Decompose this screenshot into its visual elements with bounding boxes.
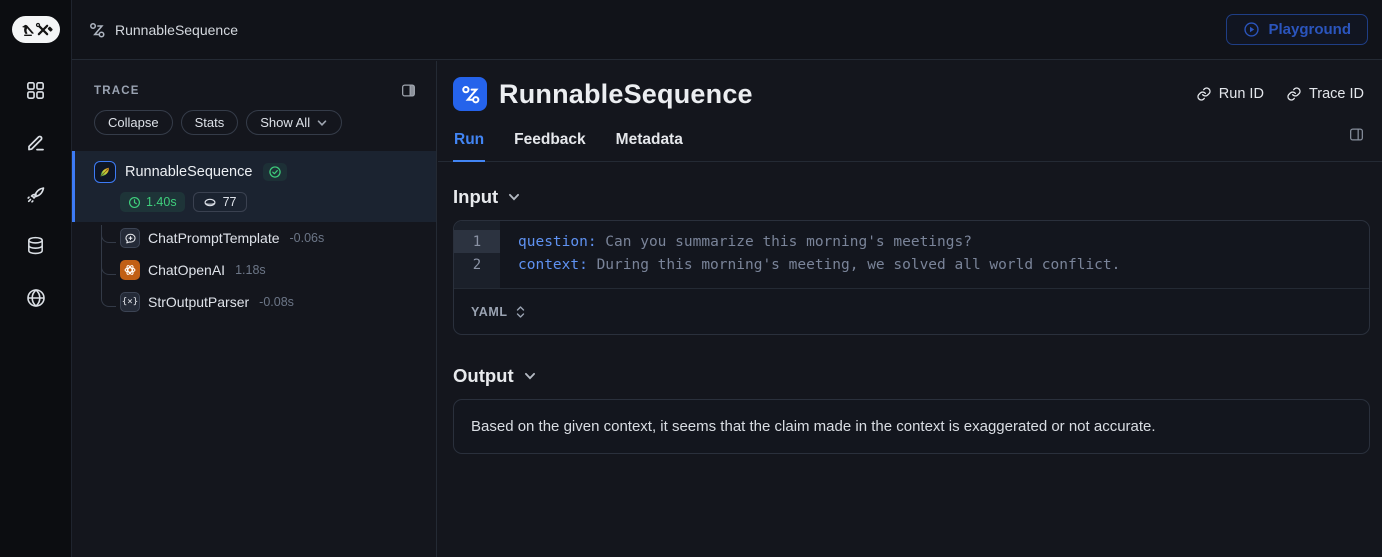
trace-child-name: StrOutputParser (148, 294, 250, 310)
trace-id-button[interactable]: Trace ID (1286, 86, 1364, 102)
trace-child-name: ChatPromptTemplate (148, 230, 280, 246)
token-coin-icon (204, 198, 216, 206)
output-text: Based on the given context, it seems tha… (471, 418, 1156, 435)
line-number-gutter: 1 2 (454, 221, 500, 288)
line-number: 1 (454, 230, 500, 253)
trace-tree: RunnableSequence 1.40s (72, 151, 436, 318)
sequence-icon (90, 22, 105, 38)
trace-child-name: ChatOpenAI (148, 262, 226, 278)
trace-id-label: Trace ID (1308, 86, 1364, 102)
chevron-down-icon (317, 119, 327, 126)
trace-row-chatopenai[interactable]: ChatOpenAI 1.18s (72, 254, 436, 286)
top-bar: RunnableSequence Playground (72, 0, 1382, 60)
runnable-sequence-icon (453, 77, 487, 111)
globe-icon[interactable] (23, 285, 49, 311)
link-icon (1197, 87, 1211, 101)
collapse-button-label: Collapse (108, 115, 159, 130)
breadcrumb[interactable]: RunnableSequence (88, 21, 238, 39)
tree-connector (101, 225, 116, 307)
chevron-down-icon (509, 193, 520, 201)
trace-panel: TRACE Collapse Stats Show All (72, 61, 437, 557)
link-icon (1287, 87, 1301, 101)
latency-value: 1.40s (146, 195, 177, 209)
page-title: RunnableSequence (499, 78, 753, 109)
output-heading: Output (453, 365, 514, 386)
tab-run[interactable]: Run (453, 125, 486, 162)
output-section-toggle[interactable]: Output (438, 335, 1382, 399)
trace-child-duration: -0.06s (289, 231, 325, 245)
check-circle-icon (269, 166, 282, 178)
play-circle-icon (1244, 22, 1260, 37)
output-viewer[interactable]: Based on the given context, it seems tha… (453, 399, 1370, 454)
trace-root-name: RunnableSequence (125, 164, 253, 180)
run-id-button[interactable]: Run ID (1196, 86, 1264, 102)
parser-braces-icon: {×} (120, 292, 140, 312)
token-count-value: 77 (222, 195, 237, 209)
latency-badge: 1.40s (120, 192, 185, 212)
code-content[interactable]: question: Can you summarize this morning… (500, 221, 1369, 288)
database-icon[interactable] (23, 233, 49, 259)
playground-label: Playground (1268, 21, 1351, 38)
bird-and-tools-icon (21, 22, 53, 36)
annotate-pencil-icon[interactable] (23, 129, 49, 155)
yaml-value: During this morning's meeting, we solved… (587, 256, 1121, 273)
line-number: 2 (472, 256, 482, 273)
collapse-panel-icon[interactable] (401, 83, 416, 98)
yaml-value: Can you summarize this morning's meeting… (596, 233, 972, 250)
input-section-toggle[interactable]: Input (438, 162, 1382, 220)
rocket-icon[interactable] (23, 181, 49, 207)
playground-button[interactable]: Playground (1226, 14, 1368, 45)
run-id-label: Run ID (1218, 86, 1264, 102)
langsmith-logo[interactable] (11, 16, 60, 43)
breadcrumb-label: RunnableSequence (115, 21, 238, 38)
sort-toggle-icon[interactable] (515, 305, 526, 319)
input-code-viewer: 1 2 question: Can you summarize this mor… (453, 220, 1370, 335)
clock-icon (128, 196, 141, 208)
chevron-down-icon (524, 372, 535, 380)
trace-row-chatprompttemplate[interactable]: ChatPromptTemplate -0.06s (72, 222, 436, 254)
stats-button-label: Stats (194, 115, 225, 130)
show-all-dropdown[interactable]: Show All (246, 110, 343, 135)
prompt-template-icon (120, 228, 140, 248)
format-selector[interactable]: YAML (471, 304, 508, 319)
trace-child-duration: 1.18s (235, 263, 266, 277)
trace-panel-title: TRACE (94, 84, 140, 97)
yaml-key: context: (518, 256, 588, 273)
tab-metadata[interactable]: Metadata (615, 131, 683, 148)
side-panel-toggle-icon[interactable] (1349, 127, 1364, 142)
collapse-button[interactable]: Collapse (94, 110, 173, 135)
trace-child-duration: -0.08s (259, 295, 294, 309)
langchain-parrot-icon (94, 161, 116, 183)
stats-button[interactable]: Stats (180, 110, 239, 135)
trace-row-stroutputparser[interactable]: {×} StrOutputParser -0.08s (72, 286, 436, 318)
apps-grid-icon[interactable] (23, 77, 49, 103)
tab-feedback[interactable]: Feedback (514, 131, 586, 148)
left-rail (0, 0, 72, 557)
run-tabs: Run Feedback Metadata (438, 125, 1382, 162)
run-detail-panel: RunnableSequence Run ID Trace ID Run Fee… (438, 61, 1382, 557)
trace-row-runnablesequence[interactable]: RunnableSequence 1.40s (72, 151, 436, 222)
input-heading: Input (453, 186, 499, 207)
show-all-label: Show All (260, 115, 311, 130)
openai-icon (120, 260, 140, 280)
token-count-badge: 77 (192, 192, 247, 212)
success-status-badge (263, 163, 288, 181)
yaml-key: question: (518, 233, 597, 250)
